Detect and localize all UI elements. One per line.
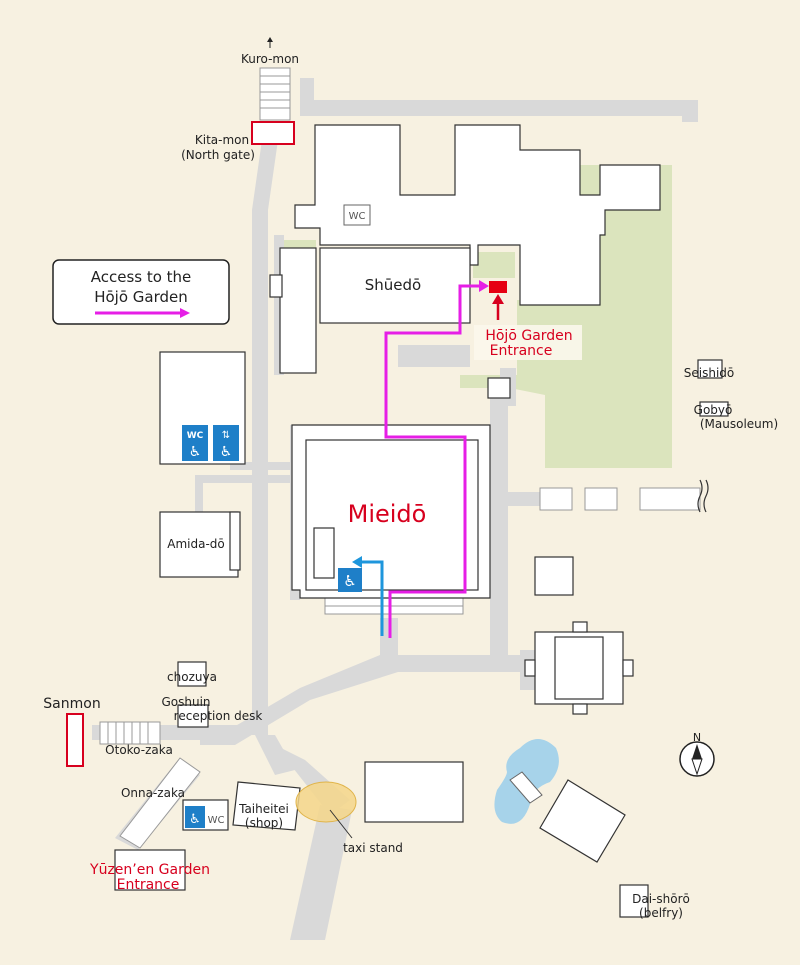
label-shop: (shop) <box>245 816 283 830</box>
label-mausoleum: (Mausoleum) <box>700 417 778 431</box>
label-reception-desk: reception desk <box>174 709 263 723</box>
svg-text:♿: ♿ <box>343 572 356 590</box>
label-chozuya: chozuya <box>167 670 217 684</box>
svg-text:⇅: ⇅ <box>222 430 230 441</box>
svg-text:♿: ♿ <box>189 812 201 827</box>
svg-text:N: N <box>693 731 701 744</box>
label-taiheitei: Taiheitei <box>238 802 289 816</box>
wc-icon: WC <box>343 204 371 226</box>
label-sanmon: Sanmon <box>43 696 100 712</box>
label-amidado: Amida-dō <box>167 537 225 551</box>
label-dai-shoro: Dai-shōrō <box>632 892 690 906</box>
legend-title-line2: Hōjō Garden <box>94 288 188 306</box>
legend-title-line1: Access to the <box>91 268 192 286</box>
buildings <box>66 121 729 918</box>
label-taxi-stand: taxi stand <box>343 841 403 855</box>
hojo-garden-entrance-marker <box>489 281 507 293</box>
label-kita-mon: Kita-mon <box>195 133 249 147</box>
svg-text:WC: WC <box>208 815 225 826</box>
label-yuzen-entrance: Entrance <box>117 877 180 893</box>
taxi-stand-leader <box>329 809 353 839</box>
label-gobyo: Gobyō <box>694 403 733 417</box>
legend: Access to the Hōjō Garden <box>52 259 230 325</box>
label-hojo-entrance-2: Entrance <box>490 343 553 359</box>
elevator-icon: ⇅ ♿ <box>213 425 239 461</box>
entrance-label-bg <box>474 325 582 360</box>
label-goshuin: Goshuin <box>161 695 210 709</box>
label-seishido: Seishidō <box>684 366 734 380</box>
pond-bridge <box>509 771 543 804</box>
svg-text:WC: WC <box>187 431 204 441</box>
arrow-up-icon <box>492 294 504 320</box>
svg-text:♿: ♿ <box>220 444 233 460</box>
label-yuzen-garden: Yūzen’en Garden <box>89 862 210 878</box>
label-north-gate: (North gate) <box>181 148 255 162</box>
walkways <box>92 78 698 940</box>
wheelchair-icon: ♿ <box>338 568 362 592</box>
svg-text:♿: ♿ <box>189 444 202 460</box>
taxi-stand-area <box>295 781 357 823</box>
label-otoko-zaka: Otoko-zaka <box>105 743 173 757</box>
accessible-wc-icon-taiheitei: ♿ WC <box>185 806 224 828</box>
wheelchair-route <box>352 556 384 636</box>
label-shuedo: Shūedō <box>365 276 421 294</box>
hojo-access-route <box>384 280 489 638</box>
path-continues-mark <box>697 479 709 513</box>
label-kuro-mon: Kuro-mon <box>241 52 299 66</box>
label-onna-zaka: Onna-zaka <box>121 786 185 800</box>
kuro-mon-arrow-icon <box>267 37 273 48</box>
svg-text:WC: WC <box>349 211 366 222</box>
labels: Kuro-mon Kita-mon (North gate) Shūedō Hō… <box>43 52 778 920</box>
label-belfry: (belfry) <box>639 906 683 920</box>
stairs <box>99 67 701 849</box>
accessible-toilet-icon: WC ♿ <box>182 425 208 461</box>
compass-icon: N <box>679 731 715 777</box>
label-mieido: Mieidō <box>348 500 427 528</box>
label-hojo-entrance-1: Hōjō Garden <box>485 328 572 344</box>
